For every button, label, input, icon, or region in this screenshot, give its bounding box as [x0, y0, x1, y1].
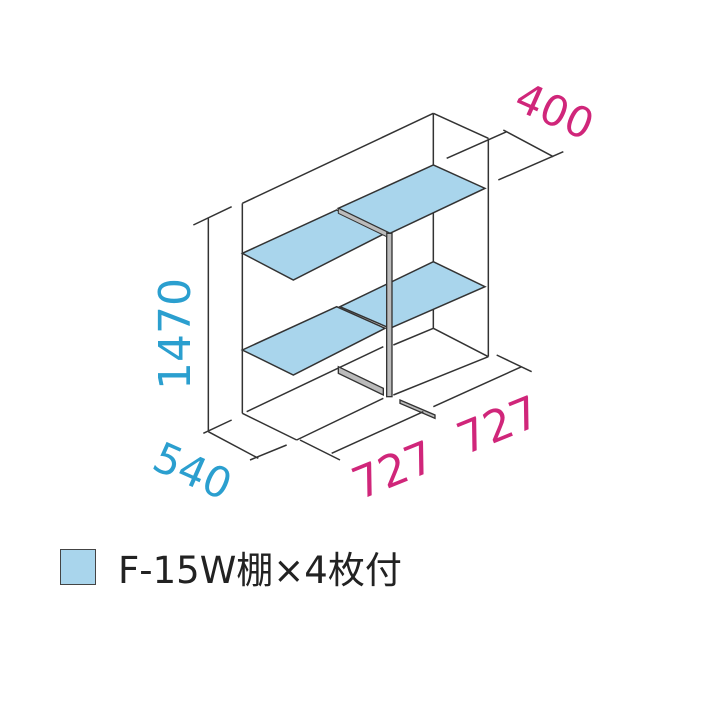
center-post [337, 207, 436, 420]
dimension-width-2: 727 [450, 386, 547, 465]
frame [241, 112, 490, 441]
dimension-depth-right: 400 [508, 72, 601, 149]
shelf-color-swatch [60, 549, 96, 585]
dimension-depth-left: 540 [146, 432, 239, 509]
dimension-height: 1470 [150, 278, 201, 390]
legend: F-15W棚×4枚付 [60, 540, 402, 594]
shelves [240, 164, 487, 376]
shelf-lower-left [240, 305, 387, 376]
legend-label: F-15W棚×4枚付 [118, 549, 402, 592]
dimension-lines [193, 129, 564, 461]
shelf-lower-right [338, 260, 487, 330]
dimension-width-1: 727 [345, 431, 442, 510]
